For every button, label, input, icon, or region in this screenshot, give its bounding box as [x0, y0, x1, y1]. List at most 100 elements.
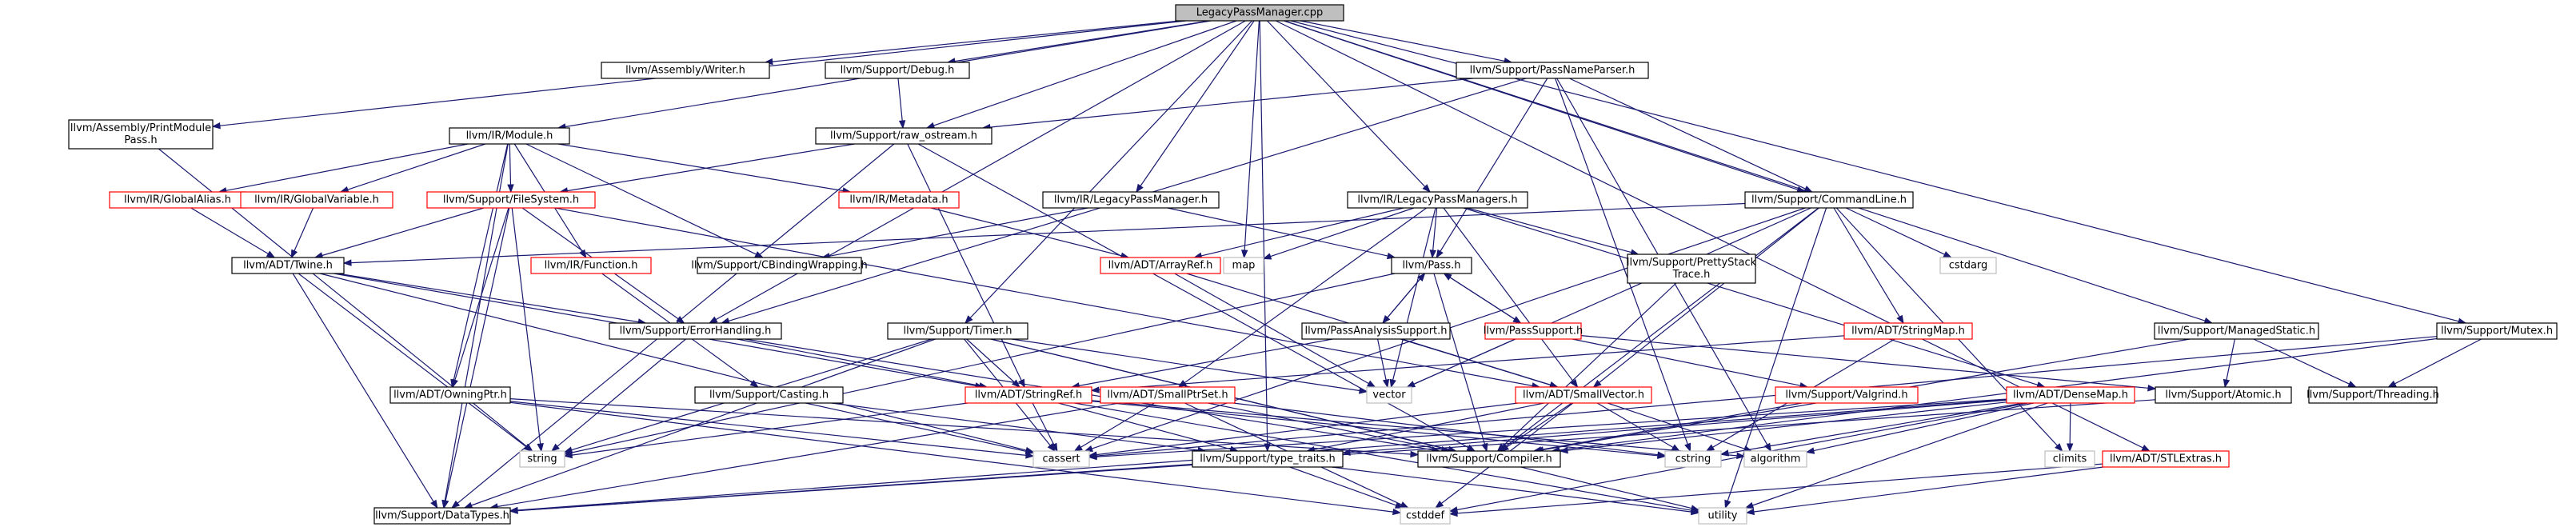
edge-line	[471, 338, 936, 506]
node-string: string	[519, 450, 565, 468]
edge-line	[1845, 207, 1945, 255]
node-box	[1515, 386, 1652, 404]
node-errh[interactable]: llvm/Support/ErrorHandling.h	[609, 322, 782, 340]
node-pas[interactable]: llvm/PassAnalysisSupport.h	[1301, 322, 1451, 340]
edge-fs-to-datatypes	[442, 207, 510, 509]
edge-line	[1392, 207, 1436, 381]
edge-line	[1289, 466, 1397, 506]
edge-line	[1443, 207, 1574, 382]
node-debug[interactable]: llvm/Support/Debug.h	[825, 62, 970, 79]
node-label: string	[527, 453, 557, 465]
node-fs[interactable]: llvm/Support/FileSystem.h	[426, 191, 596, 209]
node-svec[interactable]: llvm/ADT/SmallVector.h	[1515, 386, 1652, 404]
node-threading[interactable]: llvm/Support/Threading.h	[2306, 386, 2439, 404]
edge-twine-to-datatypes	[292, 273, 438, 509]
node-twine[interactable]: llvm/ADT/Twine.h	[231, 257, 345, 274]
node-root[interactable]: LegacyPassManager.cpp	[1175, 4, 1344, 22]
edge-line	[1463, 207, 2039, 385]
edge-line	[1569, 78, 1806, 190]
edge-gvar-to-twine	[290, 207, 314, 259]
node-atomic[interactable]: llvm/Support/Atomic.h	[2155, 386, 2292, 404]
node-cbind[interactable]: llvm/Support/CBindingWrapping.h	[691, 257, 868, 274]
node-label: llvm/Support/Debug.h	[841, 65, 955, 77]
edge-line	[1270, 207, 1415, 258]
node-label: map	[1232, 260, 1256, 272]
node-strmap[interactable]: llvm/ADT/StringMap.h	[1843, 322, 1973, 340]
edge-casting-to-typetraits	[831, 402, 1207, 453]
edge-line	[190, 207, 269, 254]
edge-arrowhead	[1436, 249, 1444, 259]
node-sps[interactable]: llvm/ADT/SmallPtrSet.h	[1100, 386, 1236, 404]
edge-mstatic-to-atomic	[2223, 338, 2235, 389]
edge-line	[1456, 463, 2103, 514]
edge-arrowhead	[2223, 378, 2231, 389]
node-box	[2436, 322, 2558, 340]
edge-line	[2394, 338, 2482, 385]
node-owning[interactable]: llvm/ADT/OwningPtr.h	[389, 386, 511, 404]
node-box	[449, 127, 570, 145]
node-meta[interactable]: llvm/IR/Metadata.h	[838, 191, 960, 209]
node-box	[1400, 507, 1451, 525]
node-timer[interactable]: llvm/Support/Timer.h	[887, 322, 1028, 340]
node-label: llvm/IR/Module.h	[466, 130, 553, 142]
node-box	[1843, 322, 1973, 340]
edge-line	[1449, 277, 1521, 324]
node-label: cstddef	[1406, 510, 1445, 522]
edge-arrowhead	[709, 316, 718, 324]
edge-line	[1580, 335, 2149, 389]
edge-line	[1058, 402, 1232, 450]
node-casting[interactable]: llvm/Support/Casting.h	[694, 386, 844, 404]
node-passsup[interactable]: llvm/PassSupport.h	[1484, 322, 1584, 340]
edge-pnp-to-pass	[1436, 78, 1548, 259]
edge-line	[509, 401, 1394, 513]
node-typetraits[interactable]: llvm/Support/type_traits.h	[1192, 450, 1344, 468]
node-mstatic[interactable]: llvm/Support/ManagedStatic.h	[2154, 322, 2319, 340]
node-gvar[interactable]: llvm/IR/GlobalVariable.h	[240, 191, 393, 209]
node-irfunc[interactable]: llvm/IR/Function.h	[530, 257, 652, 274]
node-compiler[interactable]: llvm/Support/Compiler.h	[1417, 450, 1561, 468]
edge-passsup-to-atomic	[1580, 335, 2157, 392]
node-densemap[interactable]: llvm/ADT/DenseMap.h	[2006, 386, 2135, 404]
node-box	[68, 119, 214, 150]
node-stlextras[interactable]: llvm/ADT/STLExtras.h	[2102, 450, 2230, 468]
edge-strref-to-cassert	[1032, 402, 1058, 453]
node-label: cstring	[1675, 453, 1711, 465]
edge-arrowhead	[1406, 381, 1416, 388]
node-pnp[interactable]: llvm/Support/PassNameParser.h	[1456, 62, 1649, 79]
node-cl[interactable]: llvm/Support/CommandLine.h	[1744, 191, 1914, 209]
node-raw[interactable]: llvm/Support/raw_ostream.h	[815, 127, 992, 145]
node-box	[1484, 322, 1582, 340]
edge-module-to-galias	[218, 143, 469, 194]
node-cassert: cassert	[1032, 450, 1090, 468]
node-vector: vector	[1366, 386, 1412, 404]
node-mutex[interactable]: llvm/Support/Mutex.h	[2436, 322, 2558, 340]
edge-arrowhead	[1018, 378, 1025, 389]
node-pass[interactable]: llvm/Pass.h	[1391, 257, 1472, 274]
edge-arrowhead	[1496, 443, 1506, 452]
edge-line	[1813, 402, 2035, 452]
edge-line	[497, 402, 1120, 508]
node-climits: climits	[2044, 450, 2095, 468]
node-datatypes[interactable]: llvm/Support/DataTypes.h	[373, 507, 511, 525]
edge-densemap-to-cstring	[1719, 402, 2024, 457]
edge-line	[1096, 398, 2007, 457]
edge-root-to-typetraits	[1259, 20, 1271, 453]
edge-arrowhead	[1410, 450, 1420, 458]
edge-line	[1567, 401, 2007, 451]
node-writer[interactable]: llvm/Assembly/Writer.h	[601, 62, 770, 79]
node-galias[interactable]: llvm/IR/GlobalAlias.h	[109, 191, 246, 209]
node-irlpms[interactable]: llvm/IR/LegacyPassManagers.h	[1347, 191, 1528, 209]
node-valgrind[interactable]: llvm/Support/Valgrind.h	[1775, 386, 1919, 404]
edge-line	[1727, 402, 2024, 454]
node-arrayref[interactable]: llvm/ADT/ArrayRef.h	[1100, 257, 1221, 274]
node-irlpm[interactable]: llvm/IR/LegacyPassManager.h	[1042, 191, 1220, 209]
edge-irlpms-to-densemap	[1463, 207, 2046, 389]
node-module[interactable]: llvm/IR/Module.h	[449, 127, 570, 145]
edge-module-to-fs	[507, 143, 514, 194]
node-strref[interactable]: llvm/ADT/StringRef.h	[965, 386, 1092, 404]
node-label: Pass.h	[124, 134, 157, 146]
edge-line	[347, 143, 486, 190]
node-utility: utility	[1698, 507, 1747, 525]
